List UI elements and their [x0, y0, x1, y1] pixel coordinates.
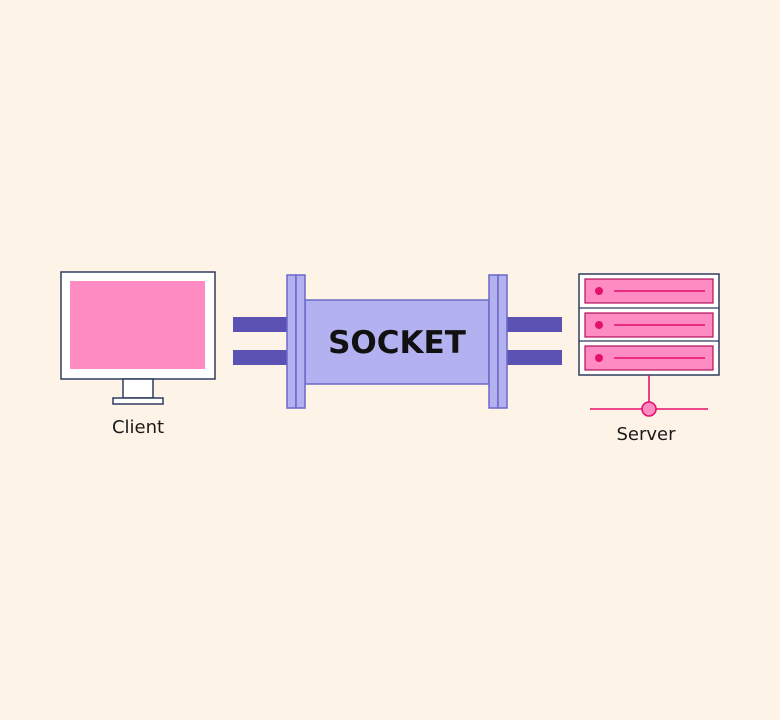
right-connector [507, 317, 562, 365]
client-label: Client [112, 417, 164, 438]
monitor-base [112, 397, 164, 405]
socket-right-flange-outer [497, 274, 508, 409]
server-led-icon [595, 354, 603, 362]
network-node-icon [590, 375, 708, 417]
server-unit [584, 345, 714, 371]
server-unit [584, 312, 714, 338]
server-group: Server [578, 273, 720, 445]
server-rack-icon [578, 273, 720, 376]
socket-left-flange-inner [295, 274, 306, 409]
socket-label: SOCKET [328, 325, 466, 361]
socket-body [304, 299, 490, 385]
socket-right-flange-inner [488, 274, 499, 409]
socket-pipe: SOCKET [286, 274, 508, 409]
server-led-icon [595, 321, 603, 329]
left-connector-bar-top [233, 317, 288, 332]
left-connector-bar-bottom [233, 350, 288, 365]
monitor-icon [60, 271, 216, 405]
server-unit [584, 278, 714, 304]
server-led-icon [595, 287, 603, 295]
right-connector-bar-bottom [507, 350, 562, 365]
right-connector-bar-top [507, 317, 562, 332]
monitor-neck [122, 378, 154, 399]
client-group: Client [60, 271, 216, 438]
left-connector [233, 317, 288, 365]
monitor-screen [70, 281, 205, 369]
socket-left-flange-outer [286, 274, 297, 409]
server-label: Server [616, 424, 676, 445]
